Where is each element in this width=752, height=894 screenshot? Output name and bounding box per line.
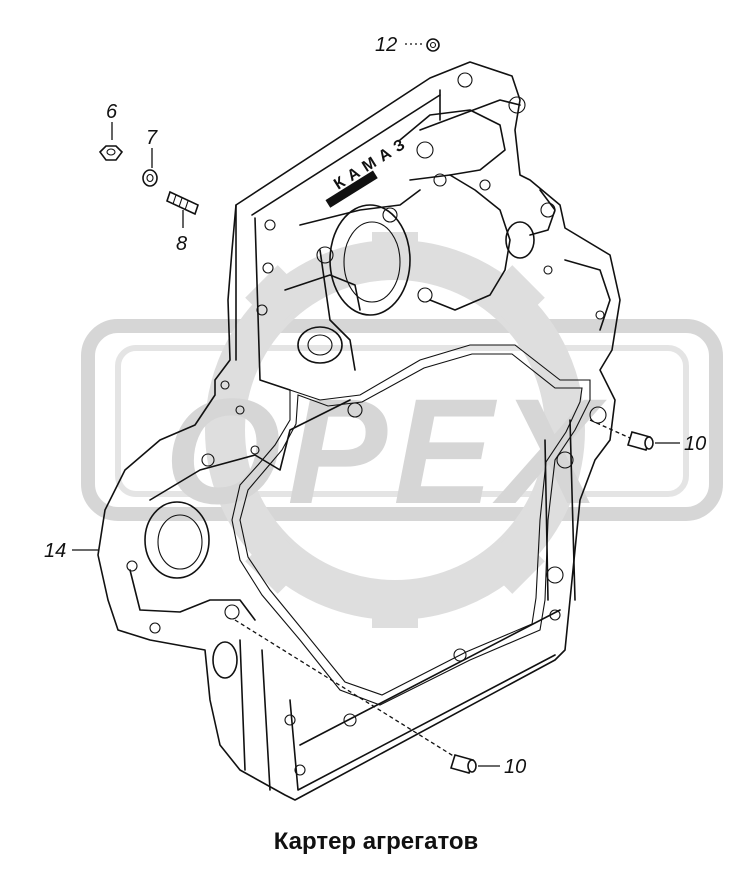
callout-7: 7 — [146, 127, 158, 149]
callout-10-right: 10 — [684, 433, 706, 455]
part-pin-10-right — [626, 431, 654, 451]
bolt-holes — [126, 72, 607, 776]
leader-lines — [72, 43, 680, 767]
casting-marking: КАМАЗ — [331, 133, 413, 193]
diagram-caption: Картер агрегатов — [273, 828, 479, 855]
callout-10-bottom: 10 — [504, 756, 526, 778]
part-washer-7 — [142, 169, 158, 187]
callout-14: 14 — [44, 540, 66, 562]
watermark-text: OPEX — [165, 367, 608, 535]
part-stud-8 — [166, 190, 199, 216]
part-pin-10-bottom — [449, 754, 477, 774]
callout-12: 12 — [375, 34, 397, 56]
callout-8: 8 — [176, 233, 187, 255]
part-nut-12 — [426, 38, 440, 52]
callout-6: 6 — [106, 101, 118, 123]
callout-labels: 12 6 7 8 10 14 10 — [44, 34, 706, 778]
part-nut-6 — [98, 145, 124, 161]
